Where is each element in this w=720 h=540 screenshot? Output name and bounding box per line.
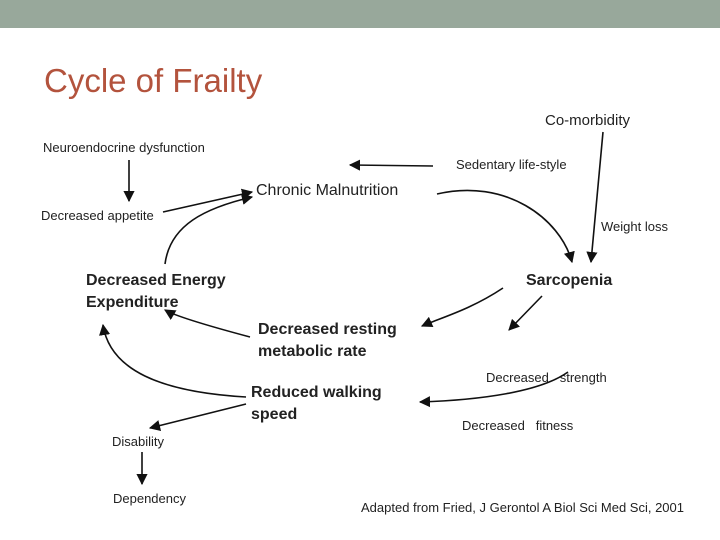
arrow-resting-to-energy [164,309,251,338]
node-decreased-energy-line-1: Decreased Energy [86,272,226,289]
slide-title: Cycle of Frailty [44,62,263,99]
node-decreased-appetite: Decreased appetite [41,208,154,223]
slide-top-bar [0,0,720,28]
node-decreased-fitness-line: Decreased fitness [462,418,574,433]
node-sedentary-lifestyle: Sedentary life-style [456,157,567,172]
arrow-sedentary-to-malnutrition [348,159,434,171]
node-weight-loss: Weight loss [601,219,668,234]
node-decreased-energy-expenditure: Decreased Energy Expenditure [86,270,226,314]
node-reduced-walking-line-1: Reduced walking [251,384,382,401]
node-decreased-strength-fitness: Decreased strength Decreased fitness [462,338,607,450]
node-reduced-walking-line-2: speed [251,406,298,423]
node-decreased-resting-line-1: Decreased resting [258,321,397,338]
node-decreased-resting-line-2: metabolic rate [258,343,367,360]
arrow-sarcopenia-to-resting [420,287,504,328]
node-decreased-energy-line-2: Expenditure [86,294,179,311]
node-decreased-strength-line: Decreased strength [486,370,607,385]
citation: Adapted from Fried, J Gerontol A Biol Sc… [361,500,684,515]
arrow-walking-to-energy [99,323,247,398]
node-neuroendocrine-dysfunction: Neuroendocrine dysfunction [43,140,205,155]
node-reduced-walking-speed: Reduced walking speed [251,382,382,426]
node-disability: Disability [112,434,165,449]
arrow-malnutrition-to-sarcopenia [436,189,575,264]
node-chronic-malnutrition: Chronic Malnutrition [256,182,399,199]
arrow-sarcopenia-to-strength [508,295,543,331]
arrow-walking-to-disability [148,403,247,431]
arrow-appetite-to-malnutrition [162,188,254,213]
arrow-energy-to-malnutrition [164,193,254,265]
node-dependency: Dependency [113,491,186,506]
arrow-comorbidity-to-sarcopenia [586,131,604,264]
node-sarcopenia: Sarcopenia [526,272,613,289]
arrow-strength-to-walking [418,371,569,408]
node-decreased-resting-metabolic-rate: Decreased resting metabolic rate [258,319,397,363]
node-comorbidity: Co-morbidity [545,112,631,129]
